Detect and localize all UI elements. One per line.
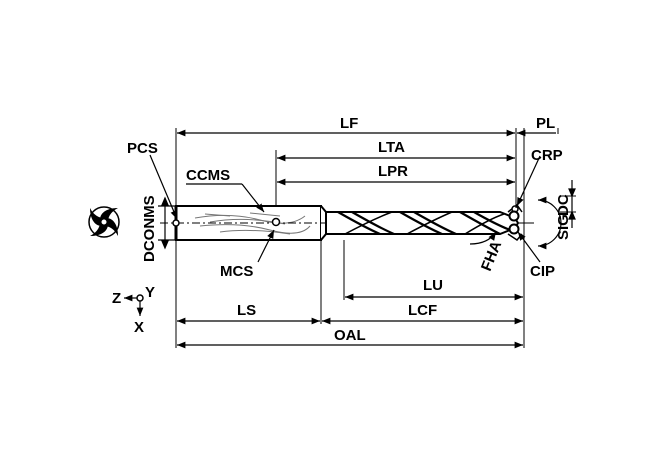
leader-crp	[516, 155, 541, 207]
label-dc: DC	[555, 194, 572, 216]
label-dconms: DCONMS	[141, 195, 158, 262]
label-ls: LS	[237, 302, 256, 319]
label-lf: LF	[340, 115, 358, 132]
drill-end-view-icon	[88, 206, 120, 238]
label-pcs: PCS	[127, 140, 158, 157]
leader-mcs	[257, 229, 275, 263]
coordinate-axes-icon: Z Y X	[112, 284, 155, 336]
extension-lines	[175, 128, 576, 348]
label-crp: CRP	[531, 147, 563, 164]
pcs-origin-marker	[172, 219, 180, 227]
dimensions	[158, 129, 576, 349]
axis-z-label: Z	[112, 290, 121, 307]
axis-y-label: Y	[145, 284, 155, 301]
leader-pcs	[149, 154, 178, 220]
label-oal: OAL	[334, 327, 366, 344]
mcs-origin-marker	[271, 217, 281, 227]
label-lta: LTA	[378, 139, 405, 156]
label-mcs: MCS	[220, 263, 253, 280]
dim-sig-arc	[537, 196, 562, 250]
axis-x-label: X	[134, 319, 144, 336]
label-pl: PL	[536, 115, 555, 132]
label-sig: SIG	[555, 214, 572, 240]
label-ccms: CCMS	[186, 167, 230, 184]
label-lu: LU	[423, 277, 443, 294]
label-lpr: LPR	[378, 163, 408, 180]
label-fha: FHA	[478, 238, 505, 273]
dim-fha-arc	[469, 231, 497, 245]
label-cip: CIP	[530, 263, 555, 280]
leaders	[149, 154, 541, 263]
label-lcf: LCF	[408, 302, 437, 319]
drill-flute-body	[325, 211, 520, 236]
leader-cip	[517, 231, 541, 263]
leader-ccms	[241, 183, 265, 213]
dimension-labels: LF PL LTA LPR PCS CRP CCMS MCS CIP LU LS…	[127, 115, 572, 344]
